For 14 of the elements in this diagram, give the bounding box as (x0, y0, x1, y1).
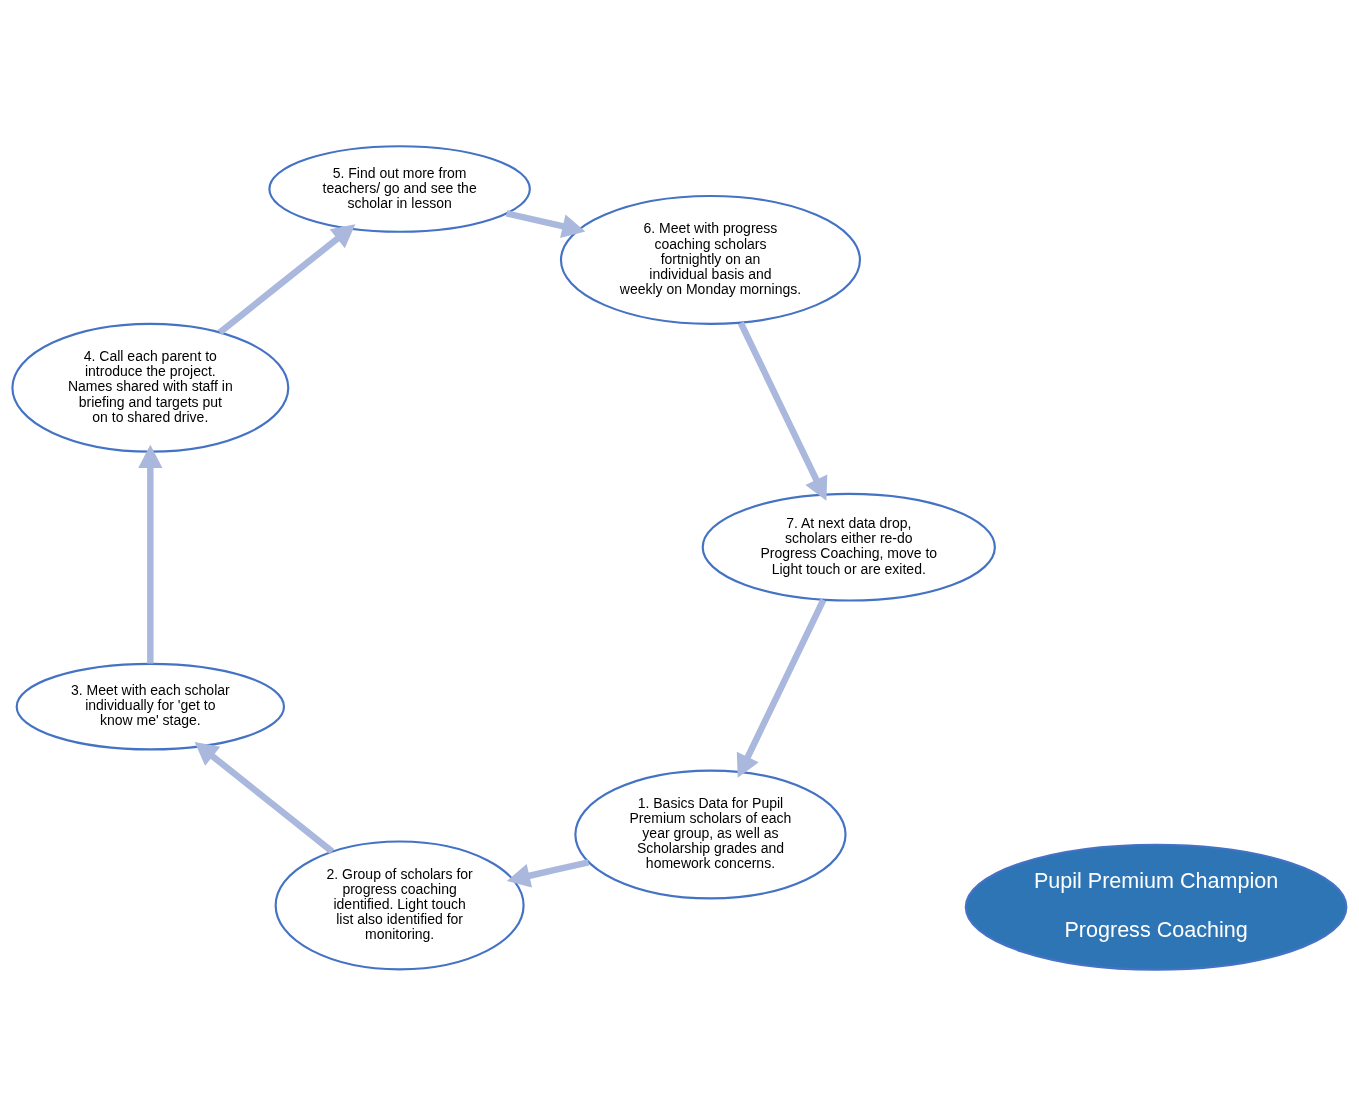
node-ellipse: 1. Basics Data for Pupil Premium scholars of each year group, as well as Scholarship grades and homework concerns. (574, 768, 847, 899)
node-ellipse: 3. Meet with each scholar individually for 'get to know me' stage. (15, 662, 286, 750)
arrow (736, 598, 827, 778)
arrow (217, 223, 356, 335)
node-ellipse: Pupil Premium Champion Progress Coaching (964, 843, 1348, 971)
node-ellipse: 2. Group of scholars for progress coaching identified. Light touch list also identified for monitoring. (274, 839, 525, 970)
arrow (506, 858, 590, 888)
node-ellipse: 4. Call each parent to introduce the project. Names shared with staff in briefing and targets put on to shared drive. (11, 322, 290, 453)
node-ellipse: 7. At next data drop, scholars either re-do Progress Coaching, move to Light touch or are exited. (701, 492, 996, 602)
arrow (737, 321, 828, 501)
arrow (194, 741, 335, 854)
node-ellipse: 5. Find out more from teachers/ go and see the scholar in lesson (268, 144, 531, 233)
arrow (505, 209, 586, 238)
arrow (138, 444, 163, 664)
